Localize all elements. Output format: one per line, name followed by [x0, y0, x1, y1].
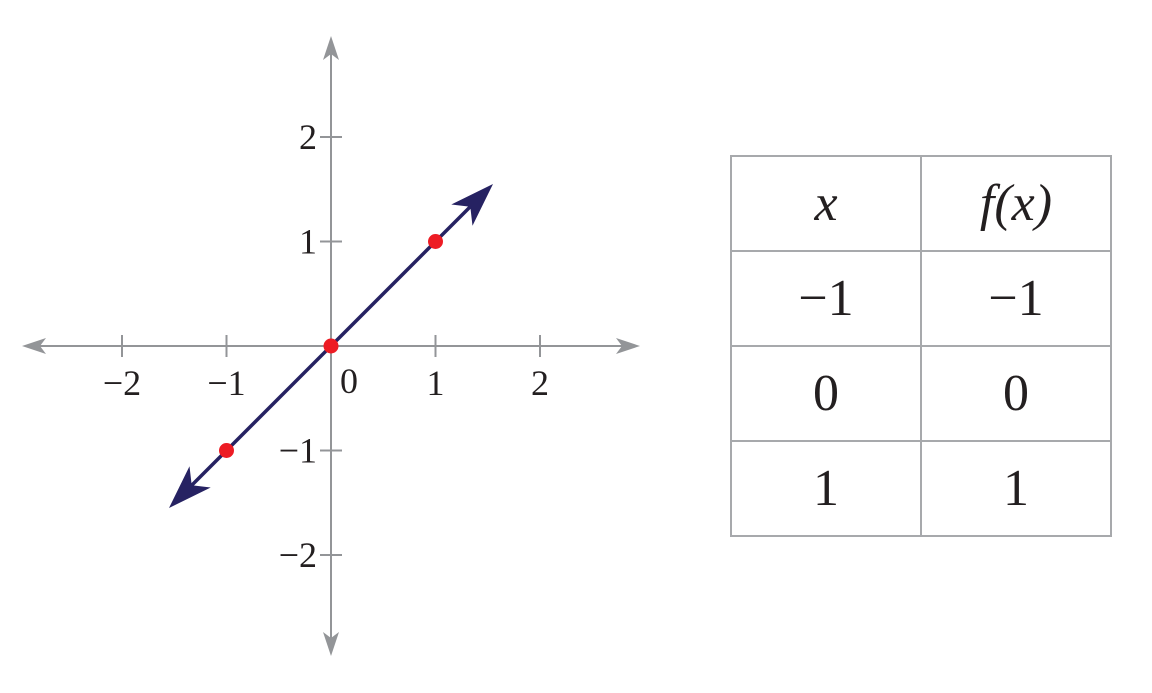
- x-axis-arrow-right: [616, 338, 640, 354]
- table-row: 1 1: [730, 440, 1112, 537]
- x-tick-label: 1: [427, 363, 445, 403]
- table-row: 0 0: [730, 345, 1112, 442]
- column-header-x: x: [730, 155, 922, 252]
- table-cell-x: −1: [730, 250, 922, 347]
- function-arrow-upper: [451, 184, 493, 226]
- plotted-point: [323, 338, 339, 354]
- tick-labels: −2 −1 1 2 −2 −1 1 2 0: [103, 117, 549, 575]
- x-axis-arrow-left: [22, 338, 46, 354]
- plotted-points: [219, 234, 443, 458]
- y-axis-arrow-up: [323, 36, 339, 60]
- table-cell-fx: −1: [920, 250, 1112, 347]
- function-arrow-lower: [169, 466, 211, 508]
- y-axis-arrow-down: [323, 632, 339, 656]
- y-tick-label: −1: [279, 431, 317, 471]
- x-tick-label: −2: [103, 363, 141, 403]
- y-tick-label: 1: [299, 222, 317, 262]
- table-header-row: x f(x): [730, 155, 1112, 252]
- y-tick-label: 2: [299, 117, 317, 157]
- x-tick-label: 2: [531, 363, 549, 403]
- table-cell-x: 0: [730, 345, 922, 442]
- column-header-fx: f(x): [920, 155, 1112, 252]
- table-cell-fx: 0: [920, 345, 1112, 442]
- origin-label: 0: [340, 361, 358, 401]
- coordinate-plane: −2 −1 1 2 −2 −1 1 2 0: [22, 36, 640, 656]
- table-cell-fx: 1: [920, 440, 1112, 537]
- axis-ticks: [121, 136, 541, 556]
- table-cell-x: 1: [730, 440, 922, 537]
- value-table: x f(x) −1 −1 0 0 1 1: [730, 155, 1112, 537]
- x-tick-label: −1: [207, 363, 245, 403]
- y-tick-label: −2: [279, 535, 317, 575]
- plotted-point: [219, 443, 234, 458]
- plotted-point: [428, 234, 443, 249]
- table-row: −1 −1: [730, 250, 1112, 347]
